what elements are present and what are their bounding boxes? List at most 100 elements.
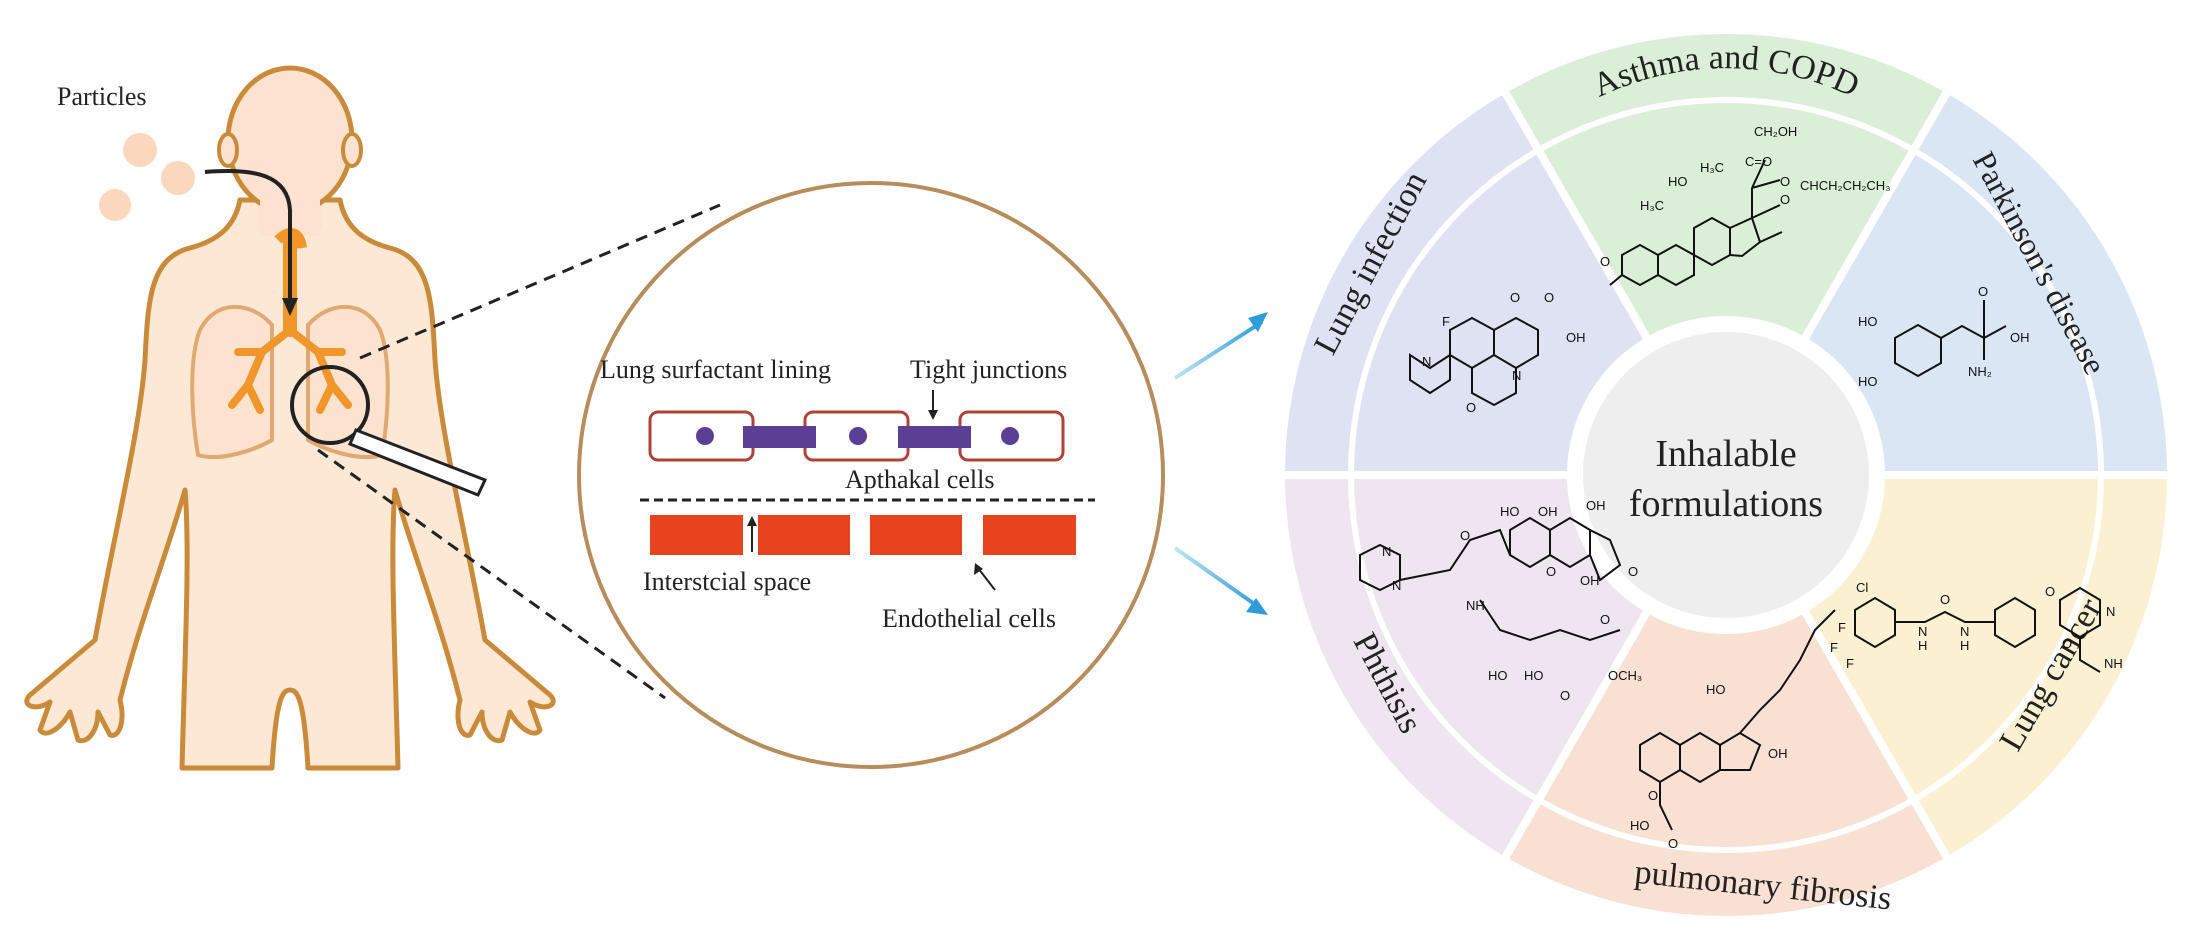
- structure-lung-infection: [1409, 316, 1539, 407]
- formulation-wheel: [1276, 26, 2176, 924]
- svg-text:O: O: [1544, 290, 1554, 305]
- wheel-segment: [1798, 84, 2176, 479]
- svg-text:HO: HO: [1488, 668, 1508, 683]
- surfactant-label: Lung surfactant lining: [600, 355, 831, 384]
- structure-asthma-copd-labels: CH₂OH C=O HO H₃C H₃C O O CHCH₂CH₂CH₃ O: [1600, 124, 1891, 269]
- wheel-center-line1: Inhalable: [1655, 433, 1796, 475]
- svg-text:O: O: [1600, 254, 1610, 269]
- interstitial-label: Interstcial space: [643, 567, 811, 596]
- wheel-segment: [1276, 471, 1654, 866]
- wheel-ring: [1348, 97, 2104, 853]
- svg-text:N: N: [2106, 604, 2115, 619]
- nasal-airway: [274, 228, 307, 249]
- svg-text:N: N: [1382, 544, 1391, 559]
- lung-right: [306, 304, 390, 460]
- body-silhouette: [24, 197, 556, 771]
- ear-right: [341, 132, 363, 168]
- svg-text:HO: HO: [1668, 174, 1688, 189]
- svg-text:O: O: [1648, 788, 1658, 803]
- zoom-circle: [577, 181, 1165, 769]
- structure-phthisis: [1359, 516, 1622, 642]
- zoom-line-bottom: [317, 448, 666, 700]
- zoom-line-top: [359, 203, 721, 360]
- structure-phthisis-labels: N N HO OH O O NH HO HO OH OCH₃ O O O OH: [1382, 498, 1642, 703]
- wheel-segment: [1498, 26, 1954, 347]
- svg-text:NH: NH: [2104, 656, 2123, 671]
- svg-text:OH: OH: [1580, 573, 1600, 588]
- svg-text:O: O: [2045, 584, 2055, 599]
- structure-lung-cancer: [1854, 586, 2101, 673]
- svg-text:H₃C: H₃C: [1640, 198, 1664, 213]
- tight-junction: [898, 426, 971, 448]
- svg-text:OH: OH: [2010, 330, 2030, 345]
- structure-pulmonary-fibrosis-labels: HO OH O HO O: [1630, 682, 1788, 851]
- svg-text:O: O: [1466, 400, 1476, 415]
- svg-text:HO: HO: [1706, 682, 1726, 697]
- svg-text:HO: HO: [1630, 818, 1650, 833]
- bronchi-right: [286, 326, 352, 414]
- tight-junctions-label: Tight junctions: [910, 355, 1067, 384]
- svg-text:HO: HO: [1858, 314, 1878, 329]
- svg-text:OH: OH: [1586, 498, 1606, 513]
- endothelial-cell: [870, 515, 962, 555]
- particles-label: Particles: [57, 82, 147, 111]
- svg-text:OH: OH: [1768, 746, 1788, 761]
- structure-lung-cancer-labels: Cl F F F N N H H O O N O NH: [1830, 580, 2123, 671]
- svg-text:N: N: [1422, 354, 1431, 369]
- bronchi-left: [228, 326, 294, 414]
- wheel-center: [1575, 324, 1877, 626]
- svg-text:OCH₃: OCH₃: [1608, 668, 1642, 683]
- structure-lung-infection-labels: F O O OH N N O: [1422, 290, 1586, 415]
- zoom-detail: Lung surfactant lining Tight junctions A…: [577, 181, 1165, 769]
- arrows-to-wheel: [1173, 312, 1268, 615]
- endothelial-cell: [983, 515, 1076, 555]
- svg-text:HO: HO: [1500, 504, 1520, 519]
- endothelial-label: Endothelial cells: [882, 604, 1056, 633]
- magnifier-handle: [348, 428, 488, 497]
- wheel-segment: [1498, 603, 1954, 924]
- particle: [123, 133, 157, 167]
- svg-text:HO: HO: [1524, 668, 1544, 683]
- wheel-center-line2: formulations: [1629, 483, 1823, 525]
- particle: [99, 189, 131, 221]
- svg-text:C=O: C=O: [1745, 154, 1772, 169]
- svg-text:N: N: [1960, 624, 1969, 639]
- svg-text:NH₂: NH₂: [1968, 364, 1992, 379]
- lung-left: [190, 304, 274, 460]
- svg-text:H: H: [1960, 638, 1969, 653]
- svg-text:F: F: [1838, 620, 1846, 635]
- svg-text:O: O: [1460, 528, 1470, 543]
- svg-text:O: O: [1780, 192, 1790, 207]
- structure-parkinson-labels: HO HO O OH NH₂: [1858, 284, 2030, 389]
- svg-text:CHCH₂CH₂CH₃: CHCH₂CH₂CH₃: [1800, 178, 1891, 193]
- svg-text:O: O: [1546, 564, 1556, 579]
- structure-pulmonary-fibrosis: [1639, 609, 1836, 831]
- svg-text:H: H: [1918, 638, 1927, 653]
- svg-text:OH: OH: [1538, 504, 1558, 519]
- svg-text:O: O: [1668, 836, 1678, 851]
- svg-text:CH₂OH: CH₂OH: [1754, 124, 1797, 139]
- inhalation-arrow-head: [282, 298, 298, 316]
- wheel-segment: [1276, 84, 1654, 479]
- svg-text:N: N: [1512, 368, 1521, 383]
- tight-junction: [743, 426, 816, 448]
- svg-text:O: O: [1510, 290, 1520, 305]
- svg-text:Cl: Cl: [1856, 580, 1868, 595]
- arrow-lower-head: [1246, 598, 1268, 615]
- arrow-upper: [1173, 320, 1264, 380]
- endothelial-cell: [650, 515, 743, 555]
- svg-text:O: O: [1780, 174, 1790, 189]
- inhalation-arrow: [204, 169, 292, 302]
- svg-text:O: O: [2062, 636, 2072, 651]
- magnifier-lens: [290, 365, 370, 445]
- structure-parkinson: [1894, 300, 2007, 378]
- svg-text:O: O: [1600, 612, 1610, 627]
- svg-text:NH: NH: [1466, 598, 1485, 613]
- cell-nucleus: [849, 427, 867, 445]
- svg-text:F: F: [1442, 314, 1450, 329]
- cell-nucleus: [696, 427, 714, 445]
- svg-text:H₃C: H₃C: [1700, 160, 1724, 175]
- arrow-lower: [1173, 546, 1262, 610]
- arrow-upper-head: [1248, 312, 1268, 332]
